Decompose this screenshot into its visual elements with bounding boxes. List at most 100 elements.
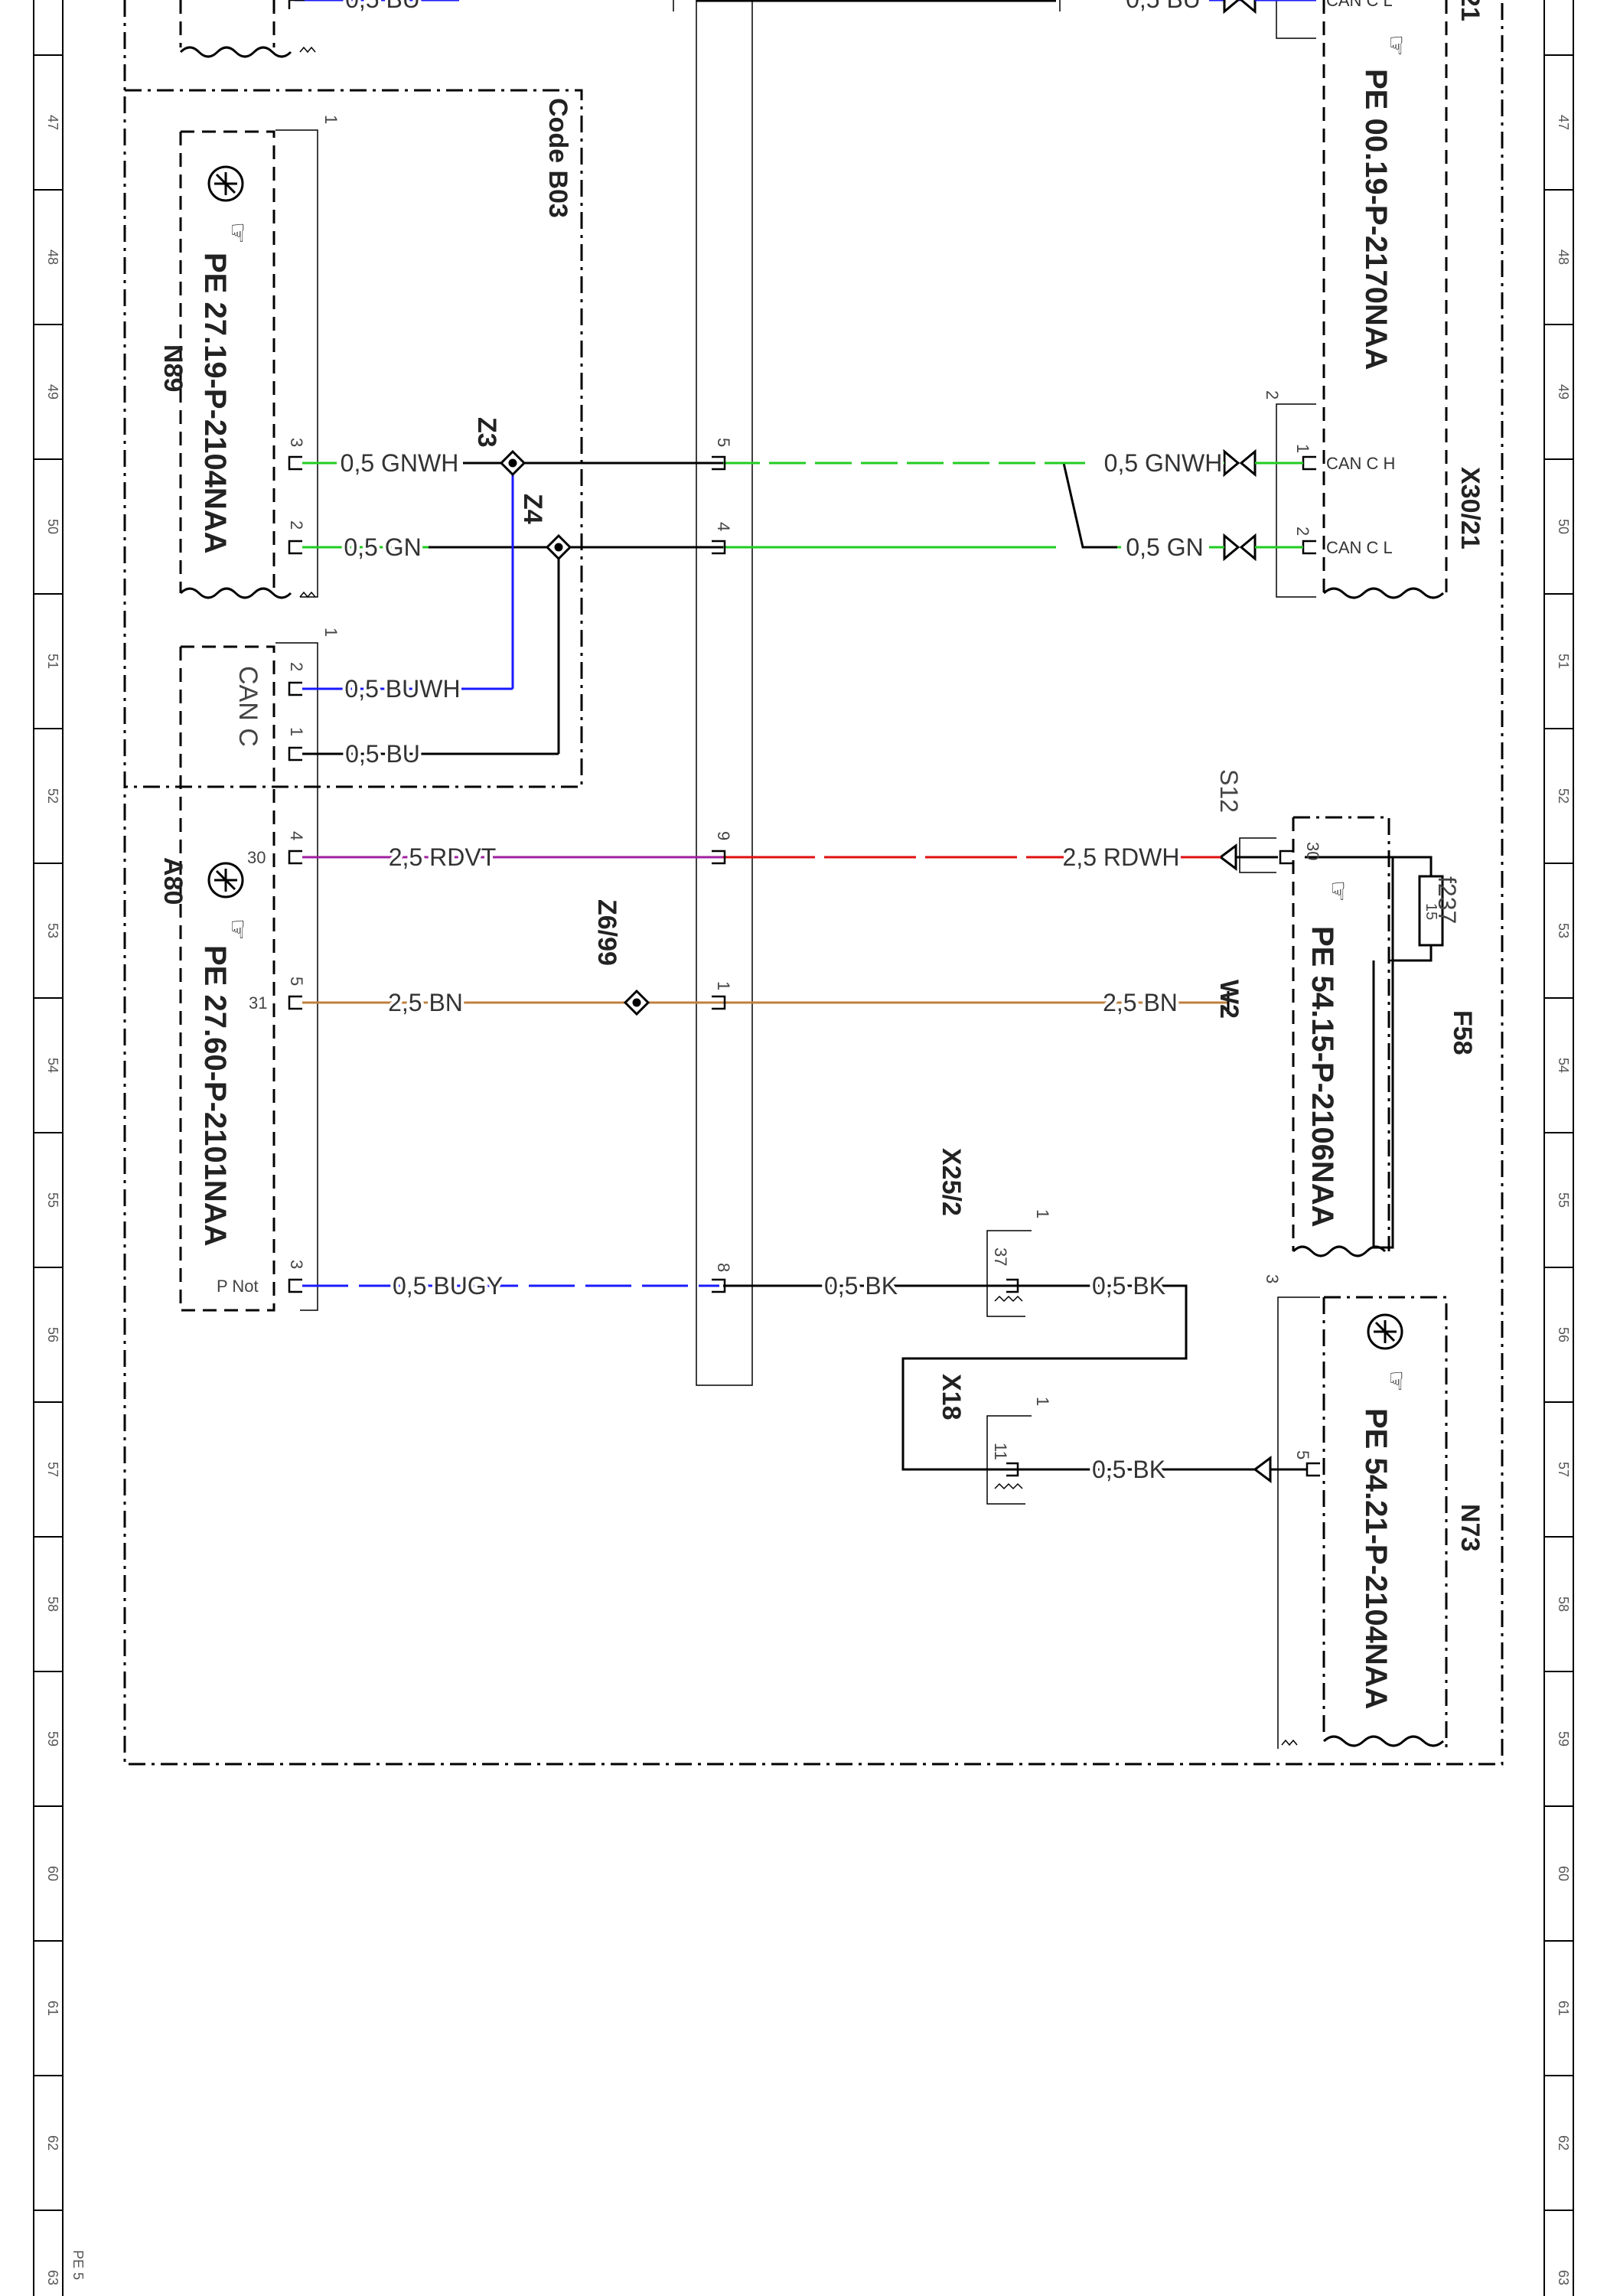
wire-end-brackets bbox=[288, 0, 1399, 1477]
pin-a80-31: 31 bbox=[249, 993, 267, 1013]
x30-ref: PE 00.19-P-2170NAA bbox=[1359, 69, 1393, 370]
pin-a80-pnot: P Not bbox=[217, 1277, 259, 1296]
wire-label-rdwh: 2,5 RDWH bbox=[1063, 843, 1180, 871]
wire-label-buwh: 0,5 BUWH bbox=[344, 675, 460, 703]
row-number: 63 bbox=[45, 2270, 60, 2285]
row-number: 47 bbox=[1556, 115, 1571, 130]
row-number: 62 bbox=[45, 2135, 60, 2151]
row-number: 54 bbox=[45, 1058, 60, 1073]
row-number: 58 bbox=[45, 1596, 60, 1612]
pin-n89-3: 3 bbox=[287, 438, 306, 447]
n89-conn: 1 bbox=[321, 115, 341, 124]
row-number: 49 bbox=[45, 384, 60, 400]
row-number: 63 bbox=[1556, 2270, 1571, 2285]
pin-bus-9: 9 bbox=[714, 831, 733, 840]
labels-thin: CAN C S12 f237 15 1 1 2 3 1 1 37 11 bbox=[233, 115, 1461, 1460]
row-number: 58 bbox=[1556, 1596, 1571, 1612]
z6-label: Z6/99 bbox=[592, 899, 621, 966]
a80-can-c: CAN C bbox=[233, 666, 262, 747]
wire-label-bugy: 0,5 BUGY bbox=[393, 1272, 503, 1300]
component-boxes bbox=[179, 0, 1448, 1312]
x18-id: X18 bbox=[937, 1374, 966, 1420]
wire-label-bk2: 0,5 BK bbox=[1092, 1272, 1165, 1300]
x30-hand-icon: ☞ bbox=[1383, 34, 1410, 57]
x18-pin: 11 bbox=[991, 1443, 1010, 1460]
row-number: 52 bbox=[45, 788, 60, 804]
pin-a80-5: 5 bbox=[287, 977, 306, 986]
row-number: 56 bbox=[1556, 1327, 1571, 1342]
pin-f58-30: 30 bbox=[1303, 842, 1322, 860]
row-number: 48 bbox=[1556, 249, 1571, 265]
row-number: 50 bbox=[1556, 519, 1571, 534]
transistor-symbols bbox=[207, 165, 1403, 1350]
wire-label-bk3: 0,5 BK bbox=[1092, 1456, 1165, 1483]
wire-label-top-right: 0,5 BU bbox=[1126, 0, 1201, 13]
x25-conn: 1 bbox=[1033, 1209, 1052, 1218]
n73-conn: 3 bbox=[1263, 1274, 1282, 1283]
pin-a80-1: 1 bbox=[287, 727, 306, 736]
x30-conn: 2 bbox=[1263, 390, 1282, 400]
a80-id: A80 bbox=[158, 857, 187, 905]
connector-ground-marks bbox=[299, 46, 1298, 1746]
x25-id: X25/2 bbox=[937, 1148, 966, 1216]
connector-arrows bbox=[1178, 0, 1307, 1483]
row-number: 55 bbox=[45, 1192, 60, 1208]
labels-bold: Code B03 N89 PE 27.19-P-2104NAA A80 PE 2… bbox=[158, 0, 1485, 1710]
can-h-label: CAN C H bbox=[1326, 454, 1395, 473]
wire-fuse bbox=[1393, 856, 1433, 962]
wire-label-gn-left: 0,5 GN bbox=[344, 533, 421, 561]
f58-id: F58 bbox=[1448, 1010, 1477, 1055]
z3-label: Z3 bbox=[472, 417, 501, 448]
pin-n73-5: 5 bbox=[1293, 1450, 1312, 1459]
row-number: 57 bbox=[45, 1462, 60, 1477]
a80-transistor-icon bbox=[207, 862, 244, 899]
row-number: 61 bbox=[45, 2001, 60, 2016]
pin-a80-3: 3 bbox=[287, 1260, 306, 1269]
row-number: 59 bbox=[45, 1731, 60, 1746]
row-ticks bbox=[34, 54, 1573, 2211]
row-number: 49 bbox=[1556, 384, 1571, 400]
row-number: 50 bbox=[45, 519, 60, 534]
row-number: 54 bbox=[1556, 1058, 1571, 1073]
row-number: 51 bbox=[45, 654, 60, 669]
wire-label-bn-left: 2,5 BN bbox=[388, 989, 463, 1016]
row-number: 56 bbox=[45, 1327, 60, 1342]
wire-label-gnwh-left: 0,5 GNWH bbox=[341, 449, 459, 477]
wire-label-gn-right: 0,5 GN bbox=[1126, 533, 1203, 561]
reference-hand-icons: ☞ ☞ ☞ ☞ ☞ bbox=[224, 34, 1410, 1392]
x18-conn: 1 bbox=[1033, 1397, 1052, 1406]
footer-ref: PE 5 bbox=[70, 2250, 86, 2280]
wire-label-top-left: 0,5 BU bbox=[345, 0, 420, 13]
wire-label-bu: 0,5 BU bbox=[345, 740, 420, 768]
wire-f58 bbox=[1305, 856, 1394, 1249]
s12-label: S12 bbox=[1215, 769, 1243, 813]
row-number: 53 bbox=[45, 923, 60, 938]
pin-x30-2: 2 bbox=[1293, 527, 1312, 536]
connector-outlines bbox=[275, 0, 1320, 1749]
n73-id: N73 bbox=[1455, 1504, 1485, 1551]
n89-ref: PE 27.19-P-2104NAA bbox=[198, 253, 232, 554]
f58-ref: PE 54.15-P-2106NAA bbox=[1305, 926, 1339, 1228]
wire-label-gnwh-right: 0,5 GNWH bbox=[1104, 449, 1223, 477]
x30-top-pin: CAN C L bbox=[1326, 0, 1393, 10]
splice-points bbox=[499, 449, 650, 1016]
f237-no: 15 bbox=[1423, 903, 1439, 920]
pin-x30-1: 1 bbox=[1293, 444, 1312, 453]
fuse-f237 bbox=[1418, 875, 1444, 947]
pin-bus-4: 4 bbox=[714, 522, 733, 531]
row-number: 52 bbox=[1556, 788, 1571, 804]
pin-n89-2: 2 bbox=[287, 520, 306, 530]
z4-label: Z4 bbox=[518, 494, 547, 524]
n73-hand-icon: ☞ bbox=[1383, 1370, 1410, 1392]
row-number: 48 bbox=[45, 249, 60, 265]
row-number: 55 bbox=[1556, 1192, 1571, 1208]
frame bbox=[33, 0, 1574, 2296]
n89-transistor-icon bbox=[207, 165, 244, 202]
row-number: 61 bbox=[1556, 2001, 1571, 2016]
pin-bus-5: 5 bbox=[714, 438, 733, 447]
pin-a80-4: 4 bbox=[287, 831, 306, 840]
outlines bbox=[123, 0, 1504, 1766]
row-number: 51 bbox=[1556, 654, 1571, 669]
